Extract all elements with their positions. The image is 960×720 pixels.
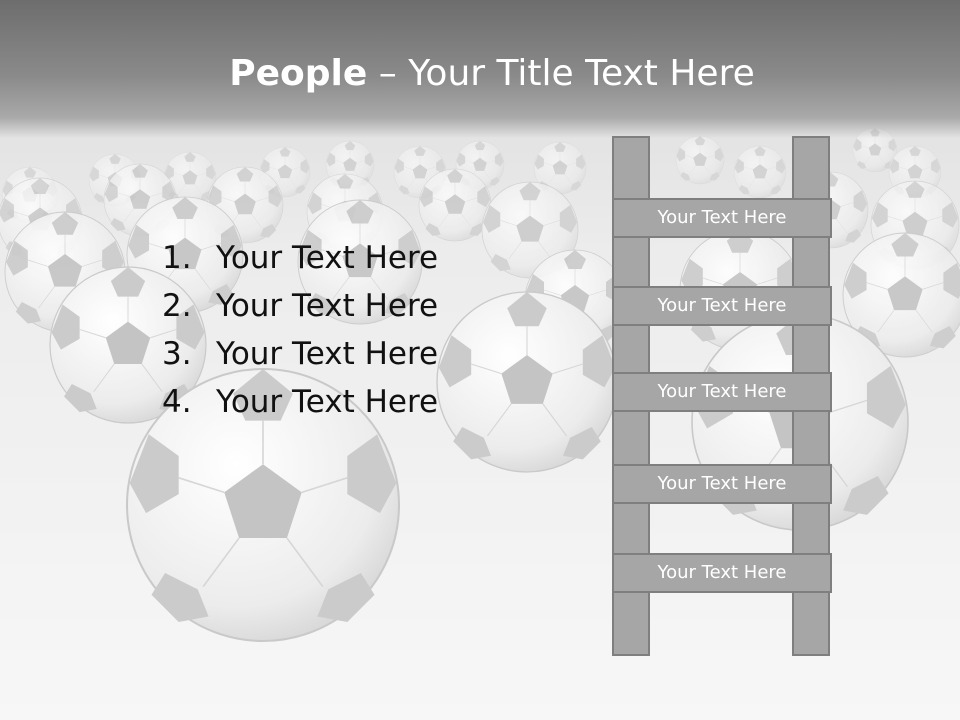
list-item-text: Your Text Here — [216, 288, 439, 324]
title-separator: – — [367, 53, 409, 94]
ladder-rung-2: Your Text Here — [612, 286, 832, 326]
list-item: 2. Your Text Here — [162, 282, 438, 330]
list-item: 1. Your Text Here — [162, 234, 438, 282]
numbered-list: 1. Your Text Here 2. Your Text Here 3. Your… — [162, 234, 438, 426]
list-item-number: 1. — [162, 240, 192, 276]
ladder-rung-3: Your Text Here — [612, 372, 832, 412]
list-item-number: 4. — [162, 384, 192, 420]
ladder-rung-1: Your Text Here — [612, 198, 832, 238]
list-item: 3. Your Text Here — [162, 330, 438, 378]
list-item-number: 2. — [162, 288, 192, 324]
list-item-text: Your Text Here — [216, 384, 439, 420]
title-text: Your Title Text Here — [408, 53, 755, 94]
ladder-rung-4: Your Text Here — [612, 464, 832, 504]
title-bar — [0, 0, 960, 138]
list-item: 4. Your Text Here — [162, 378, 438, 426]
list-item-text: Your Text Here — [216, 240, 439, 276]
list-item-number: 3. — [162, 336, 192, 372]
ladder-rung-5: Your Text Here — [612, 553, 832, 593]
slide-title: People – Your Title Text Here — [0, 52, 960, 96]
title-bold-word: People — [229, 53, 368, 94]
list-item-text: Your Text Here — [216, 336, 439, 372]
